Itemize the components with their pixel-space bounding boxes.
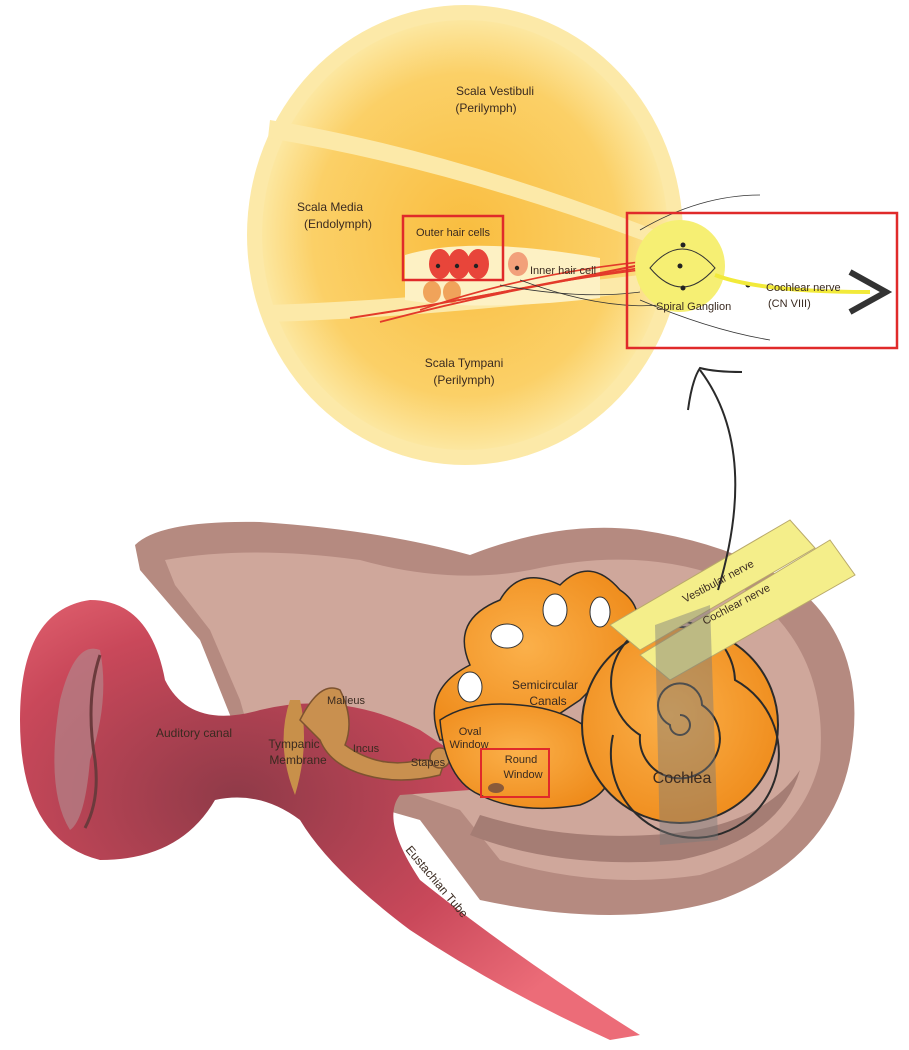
- label-semicircular: Semicircular: [512, 678, 578, 692]
- label-auditory-canal: Auditory canal: [156, 726, 232, 740]
- tympanic-membrane: [283, 700, 304, 795]
- round-window-membrane: [488, 783, 504, 793]
- label-cn-viii: (CN VIII): [768, 298, 811, 310]
- cochlear-nerve: [639, 539, 856, 681]
- label-membrane: Membrane: [269, 753, 327, 767]
- cross-section-fill: [262, 20, 668, 450]
- label-window: Window: [449, 739, 488, 751]
- section-slice: [655, 605, 718, 845]
- label-malleus: Malleus: [327, 695, 365, 707]
- label-cochlear-nerve-top: Cochlear nerve: [766, 282, 841, 294]
- outer-ear: [20, 600, 640, 1040]
- spiral-ganglion-box: [625, 211, 899, 350]
- label-scala-vestibuli-sub: (Perilymph): [455, 101, 516, 115]
- bone-shadow: [470, 770, 800, 863]
- label-incus: Incus: [353, 743, 380, 755]
- inner-hair-cell: [508, 252, 528, 276]
- label-oval: Oval: [459, 726, 482, 738]
- label-round: Round: [505, 754, 537, 766]
- cochlea: [581, 619, 780, 839]
- label-scala-tympani-sub: (Perilymph): [433, 373, 494, 387]
- outer-hair-cells-box: [401, 214, 505, 282]
- pinna-ridge: [83, 654, 102, 829]
- label-canals: Canals: [529, 694, 566, 708]
- ear-anatomy: [20, 519, 856, 1040]
- zoom-arrow: [699, 369, 737, 591]
- label-outer-hair-cells: Outer hair cells: [416, 227, 490, 239]
- label-tympanic: Tympanic: [268, 737, 319, 751]
- spiral-ganglion: [635, 220, 893, 315]
- label-cochlea: Cochlea: [653, 770, 712, 787]
- cochlea-cross-section: [247, 5, 893, 465]
- reissner-membrane: [268, 120, 655, 245]
- label-scala-vestibuli: Scala Vestibuli: [456, 84, 534, 98]
- zoom-arrowhead: [687, 366, 743, 411]
- round-window-box: [480, 748, 550, 798]
- label-round-window: Window: [503, 769, 542, 781]
- label-scala-media: Scala Media: [297, 200, 363, 214]
- ossicles: [299, 687, 447, 781]
- outer-hair-cells: [423, 249, 489, 303]
- semicircular-canals: [433, 570, 639, 741]
- vestibular-nerve: [609, 519, 816, 651]
- label-inner-hair-cell: Inner hair cell: [530, 265, 596, 277]
- label-scala-tympani: Scala Tympani: [425, 356, 504, 370]
- label-spiral-ganglion: Spiral Ganglion: [656, 301, 731, 313]
- label-scala-media-sub: (Endolymph): [304, 217, 372, 231]
- label-stapes: Stapes: [411, 757, 446, 769]
